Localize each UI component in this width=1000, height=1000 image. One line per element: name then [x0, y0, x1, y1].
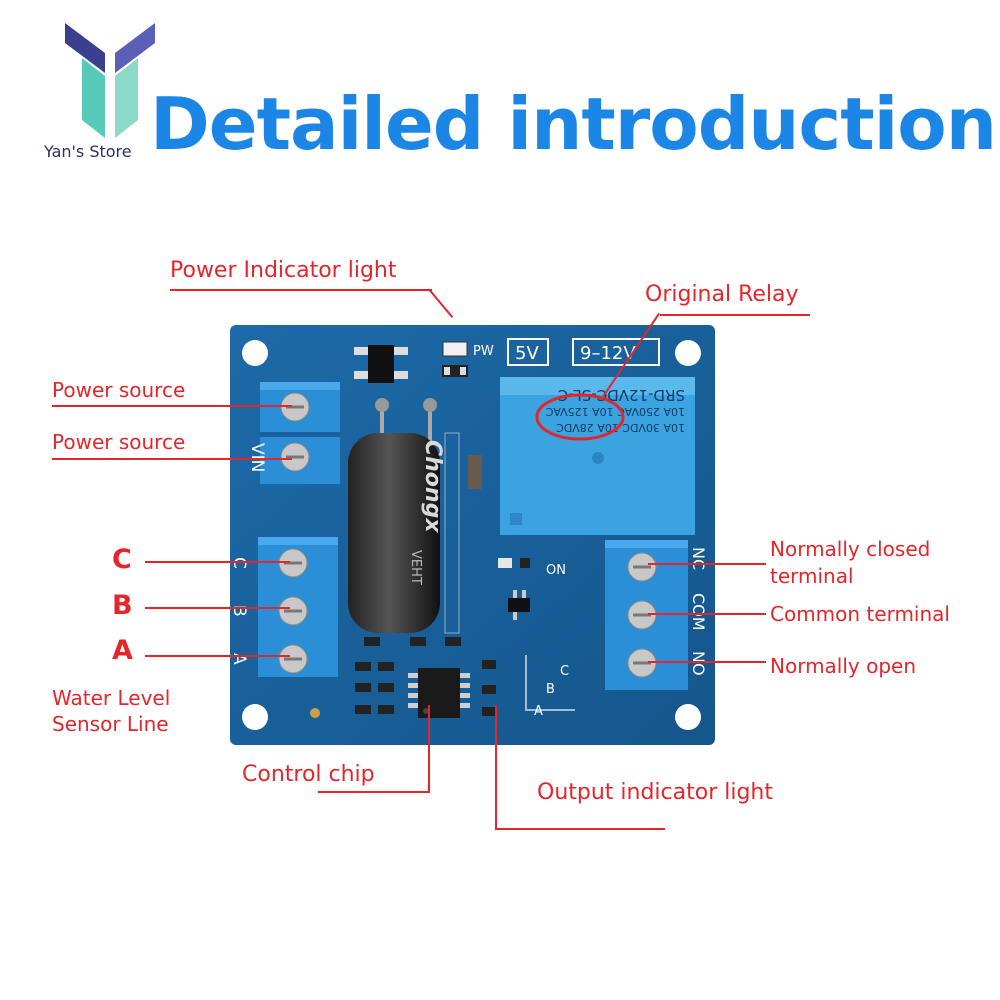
leader-com: [648, 613, 766, 615]
leader-output-v: [495, 705, 497, 830]
label-power-source-1: Power source: [52, 378, 186, 402]
silk-nc: NC: [689, 547, 708, 570]
leader-b: [145, 607, 290, 609]
leader-nc: [648, 563, 766, 565]
leader-output-h: [495, 828, 665, 830]
silk-bottom-b: B: [546, 682, 555, 697]
capacitor: [348, 433, 440, 633]
silk-bottom-c: C: [560, 664, 569, 679]
leader-chip-v: [428, 705, 430, 793]
silk-bottom-a: A: [534, 704, 543, 719]
silk-no: NO: [689, 651, 708, 676]
relay-model: SRD-12VDC-SL-C: [558, 386, 685, 404]
label-terminal-c: C: [112, 544, 132, 575]
label-power-indicator: Power Indicator light: [170, 258, 397, 283]
leader-a: [145, 655, 290, 657]
output-led: [498, 558, 512, 568]
relay-board: PW 5V 9–12V SRD-12VDC-SL-C 10A 250VAC 10…: [230, 325, 715, 745]
label-control-chip: Control chip: [242, 762, 375, 787]
v5-silk: 5V: [515, 343, 539, 364]
mount-hole-tr: [675, 340, 701, 366]
relay-rating-2: 10A 30VDC 10A 28VDC: [556, 421, 685, 434]
on-silk: ON: [546, 563, 566, 578]
label-terminal-b: B: [112, 590, 133, 621]
vin-silk: VIN: [247, 443, 267, 472]
label-original-relay: Original Relay: [645, 282, 799, 307]
label-power-source-2: Power source: [52, 430, 186, 454]
leader-c: [145, 561, 290, 563]
silk-b: B: [230, 605, 249, 617]
leader-no: [648, 661, 766, 663]
label-normally-open: Normally open: [770, 654, 917, 678]
label-water-level-2: Sensor Line: [52, 712, 169, 736]
label-water-level-1: Water Level: [52, 686, 171, 710]
silk-com: COM: [689, 593, 708, 631]
relay-rating-1: 10A 250VAC 10A 125VAC: [545, 405, 685, 418]
leader-relay-h: [660, 314, 810, 316]
relay-highlight: [535, 393, 625, 441]
leader-power-source-1: [52, 405, 292, 407]
store-logo-icon: [65, 23, 155, 138]
mount-hole-bl: [242, 704, 268, 730]
store-name: Yan's Store: [44, 142, 132, 161]
power-led: [442, 341, 468, 357]
leader-power-indicator-h: [170, 289, 432, 291]
leader-power-source-2: [52, 458, 292, 460]
leader-power-indicator-d: [428, 289, 454, 318]
leader-chip-h: [318, 791, 430, 793]
v912-silk: 9–12V: [580, 343, 636, 364]
mount-hole-tl: [242, 340, 268, 366]
label-terminal-a: A: [112, 635, 133, 666]
label-common-terminal: Common terminal: [770, 602, 950, 626]
mount-hole-br: [675, 704, 701, 730]
label-normally-closed-2: terminal: [770, 564, 854, 588]
capacitor-series: VEHT: [408, 550, 423, 585]
pw-silk: PW: [473, 344, 494, 359]
page-title: Detailed introduction: [150, 82, 997, 166]
label-normally-closed-1: Normally closed: [770, 537, 931, 561]
label-output-indicator: Output indicator light: [537, 780, 774, 805]
capacitor-brand: Chongx: [420, 440, 445, 533]
